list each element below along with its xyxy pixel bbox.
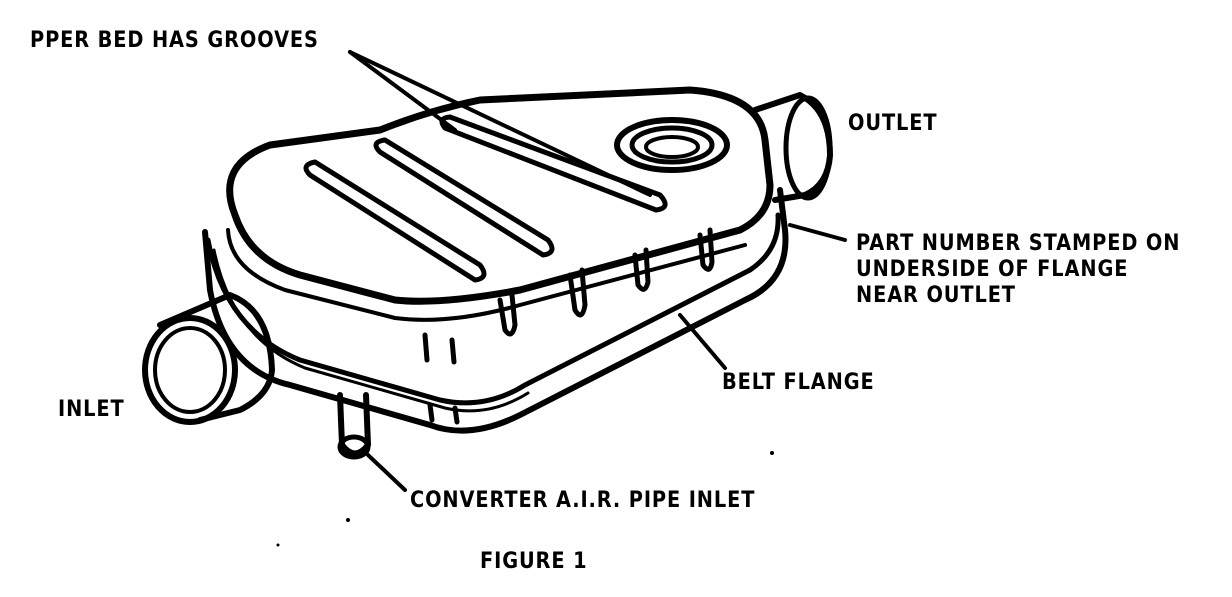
groove-1	[303, 159, 487, 283]
label-inlet: INLET	[58, 397, 125, 422]
leader-belt-flange	[678, 313, 727, 370]
ribs	[422, 227, 715, 425]
label-air-pipe-inlet: CONVERTER A.I.R. PIPE INLET	[410, 488, 756, 513]
leader-air-pipe	[366, 453, 407, 492]
groove-2	[373, 137, 555, 258]
label-belt-flange: BELT FLANGE	[722, 370, 875, 395]
outlet-pipe	[752, 92, 833, 203]
grooves	[303, 114, 668, 283]
figure-caption: FIGURE 1	[480, 549, 588, 574]
leader-lines	[348, 50, 847, 492]
upper-rim	[226, 228, 747, 322]
inlet-pipe	[142, 292, 275, 425]
upper-shell	[226, 86, 774, 305]
label-part-number-1: PART NUMBER STAMPED ON	[856, 231, 1181, 256]
label-part-number-3: NEAR OUTLET	[856, 283, 1016, 308]
leader-groove-a	[348, 50, 457, 132]
outlet-ring	[614, 117, 730, 173]
label-part-number-2: UNDERSIDE OF FLANGE	[856, 257, 1129, 282]
air-pipe	[337, 392, 371, 460]
label-outlet: OUTLET	[848, 111, 938, 136]
leader-part-number	[788, 223, 847, 242]
leader-groove-b	[348, 50, 652, 197]
label-groove-bed: PPER BED HAS GROOVES	[30, 28, 319, 53]
scan-specks	[276, 451, 774, 547]
belt-flange-line-2	[212, 248, 530, 413]
